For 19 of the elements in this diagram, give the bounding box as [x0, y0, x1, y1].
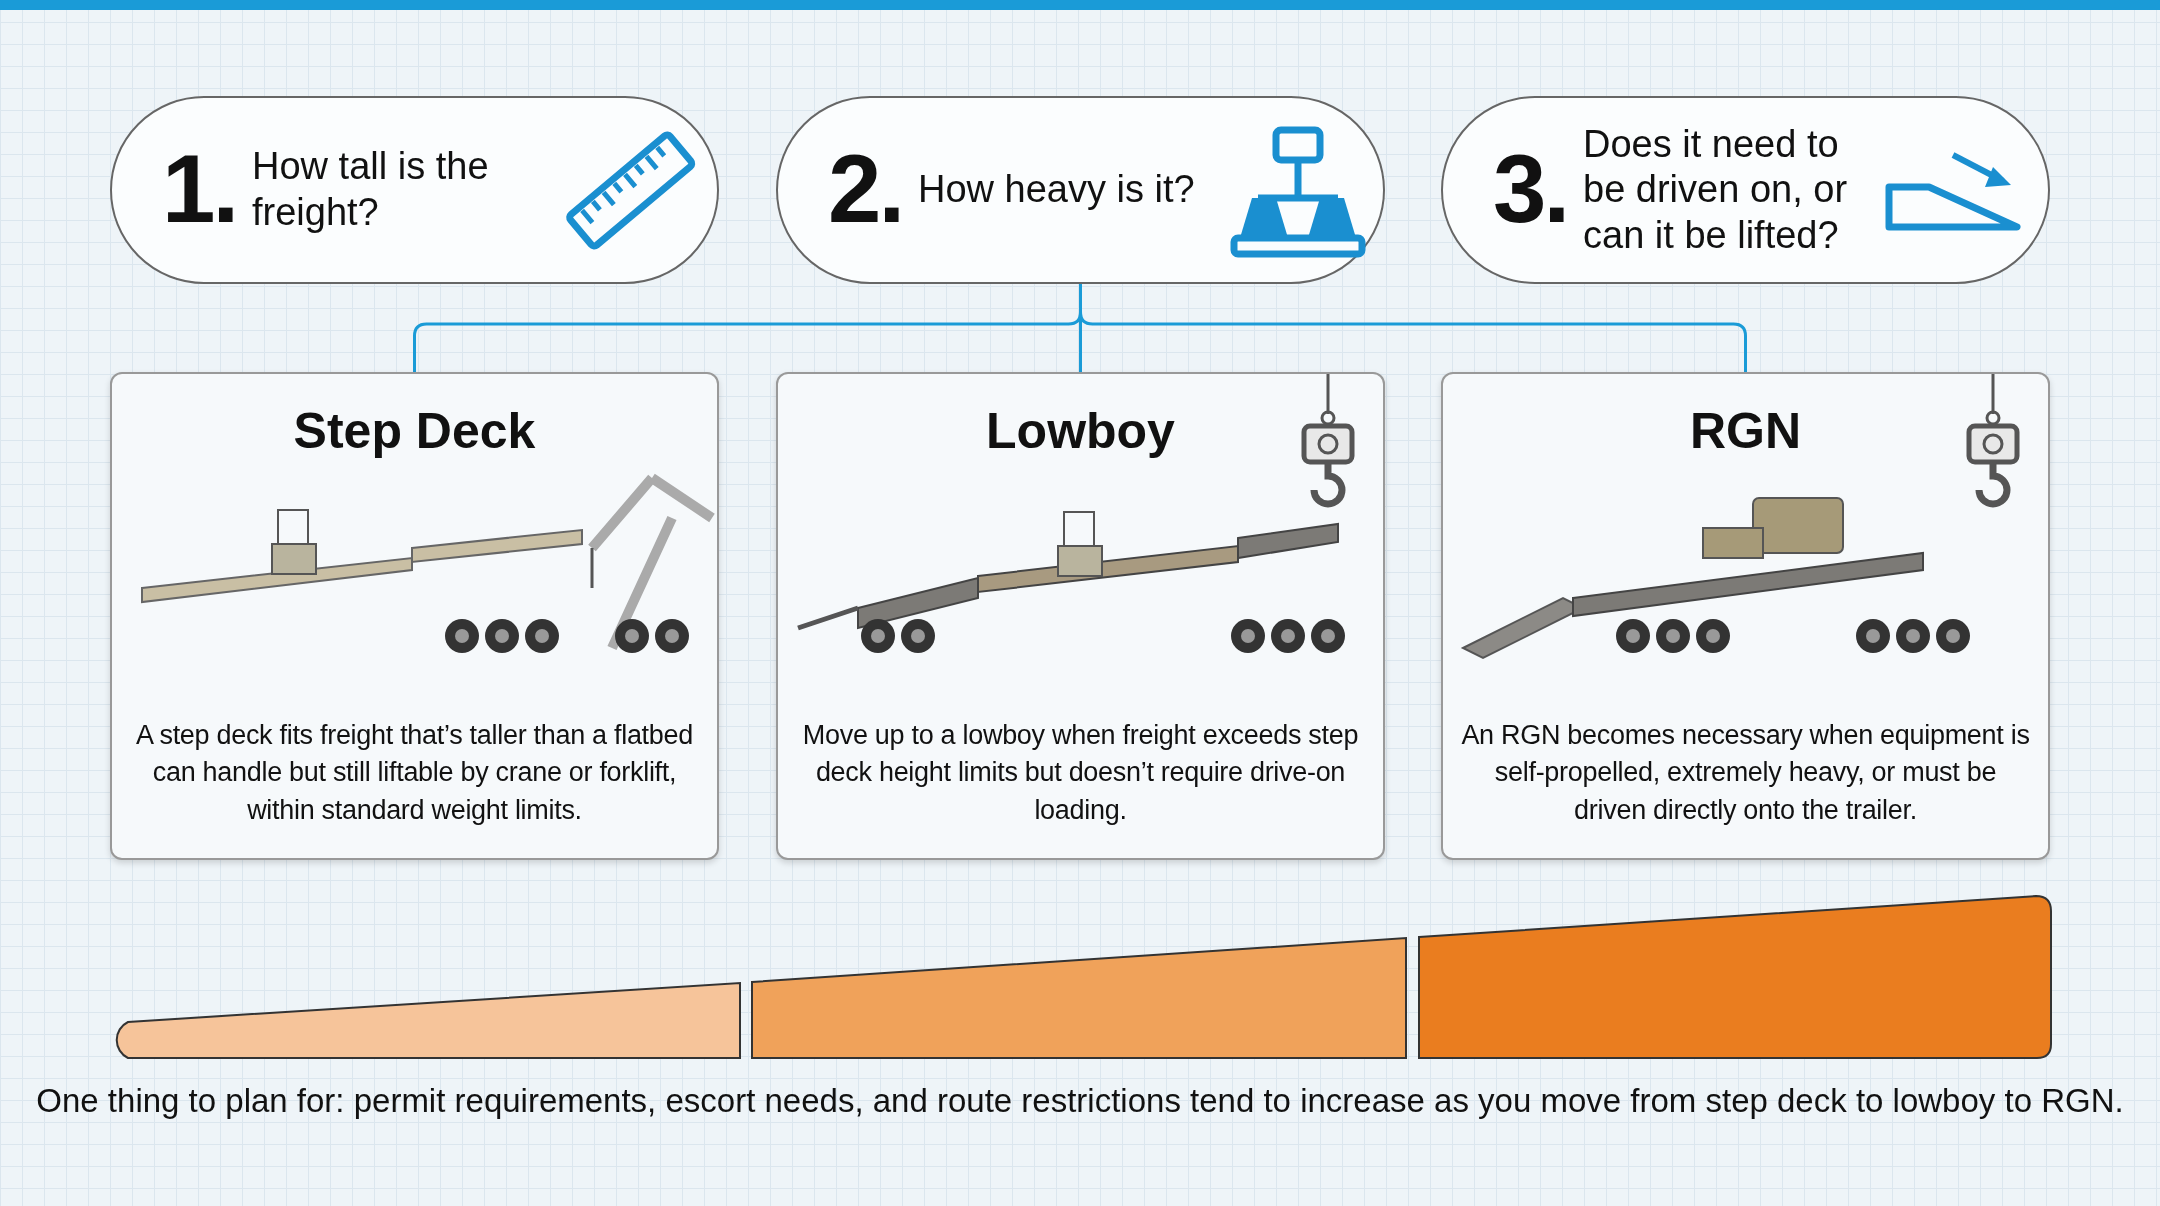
footnote-text: One thing to plan for: permit requirements, escort needs, and route restrictions tend to increase as you move from step deck to lowboy to RGN.: [36, 1082, 2124, 1119]
card-title: Step Deck: [293, 403, 536, 459]
question-pill: [1441, 96, 2050, 284]
trailer-card: [1441, 372, 2050, 860]
question-text: Does it need to be driven on, or can it be lifted?: [1583, 121, 1849, 258]
step-number: 3.: [1493, 134, 1568, 244]
card-description: An RGN becomes necessary when equipment is self-propelled, extremely heavy, or must be driven directly onto the trailer.: [1460, 718, 2031, 828]
question-pill: [776, 96, 1385, 284]
step-number: 1.: [162, 134, 237, 244]
card-title: RGN: [1689, 403, 1802, 459]
question-pill: [110, 96, 719, 284]
card-description: A step deck fits freight that’s taller than a flatbed can handle but still liftable by crane or forklift, within standard weight limits.: [135, 718, 694, 828]
trailer-card: [776, 372, 1385, 860]
step-number: 2.: [828, 134, 903, 244]
question-text: How tall is the freight?: [252, 144, 490, 235]
card-title: Lowboy: [986, 403, 1175, 459]
trailer-card: [110, 372, 719, 860]
question-text: How heavy is it?: [918, 167, 1195, 213]
card-description: Move up to a lowboy when freight exceeds step deck height limits but doesn’t require drive-on loading.: [801, 718, 1360, 828]
